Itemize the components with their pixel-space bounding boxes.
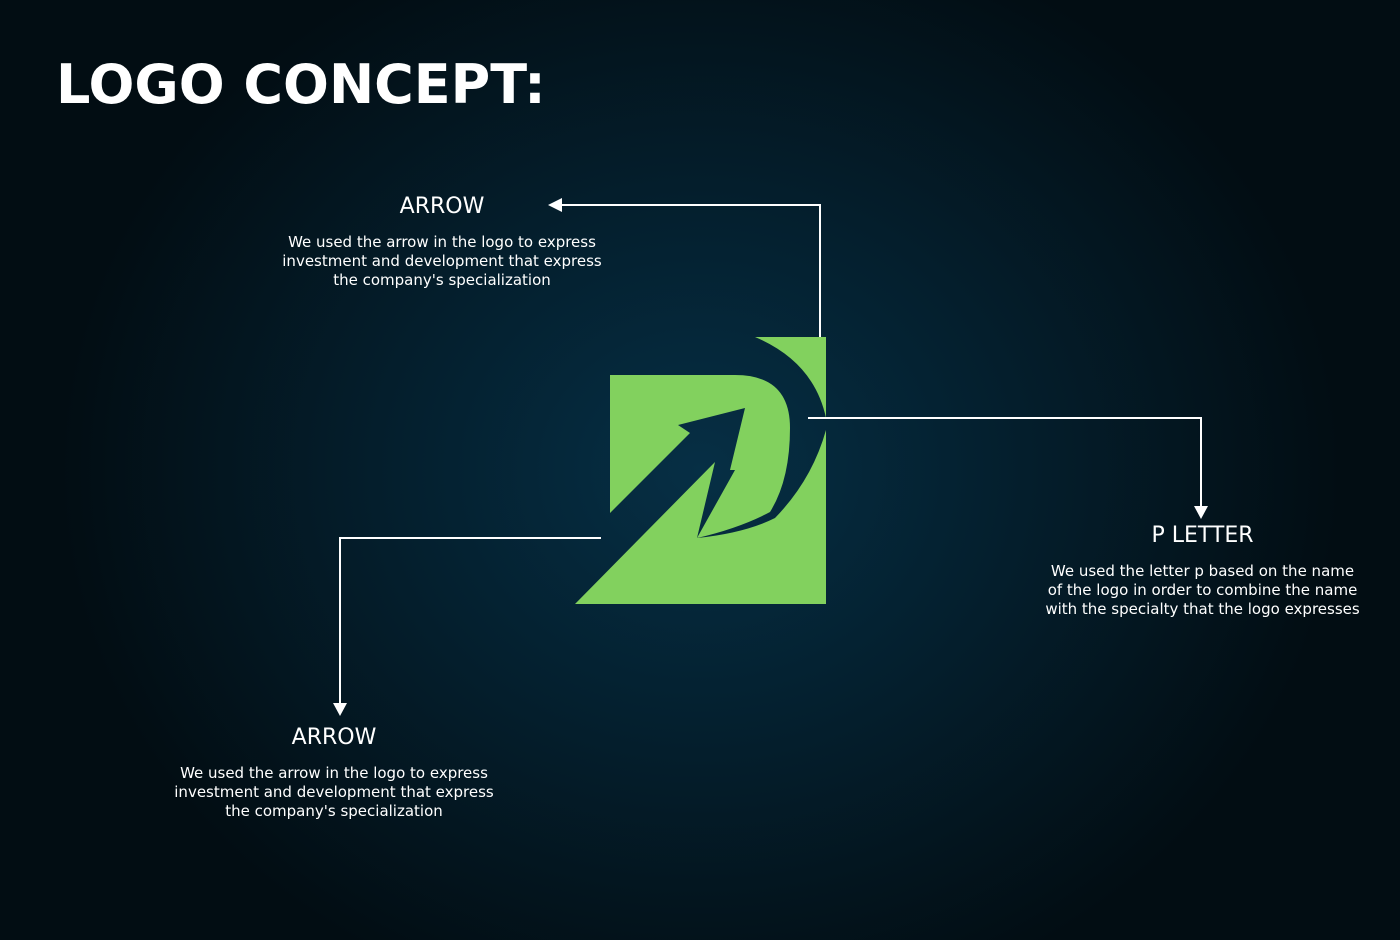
connector-arrowhead-left-icon	[548, 198, 562, 212]
connector-arrowhead-down-icon	[1194, 506, 1208, 519]
callout-description-line: investment and development that express	[282, 252, 602, 270]
logo-body	[610, 375, 790, 538]
callout-arrow-top: ARROW We used the arrow in the logo to e…	[262, 193, 622, 290]
callout-description-line: We used the arrow in the logo to express	[288, 233, 596, 251]
logo-mark	[575, 337, 826, 604]
connector-line	[808, 417, 1202, 506]
callout-description: We used the letter p based on the name o…	[1030, 562, 1375, 619]
callout-description-line: with the specialty that the logo express…	[1045, 600, 1360, 618]
connector-p-letter	[808, 417, 1208, 519]
callout-title: ARROW	[291, 725, 377, 750]
connector-line	[339, 537, 601, 703]
logo-p-cap	[755, 337, 826, 418]
callout-description-line: the company's specialization	[225, 802, 443, 820]
callout-description: We used the arrow in the logo to express…	[154, 764, 514, 821]
connector-arrow-top	[548, 198, 821, 337]
callout-title: P LETTER	[1151, 523, 1254, 548]
callout-title: ARROW	[399, 194, 485, 219]
callout-description-line: of the logo in order to combine the name	[1047, 581, 1358, 599]
connector-arrow-bottom	[333, 537, 601, 716]
callout-description-line: We used the arrow in the logo to express	[180, 764, 488, 782]
connector-line	[562, 204, 821, 337]
callout-description: We used the arrow in the logo to express…	[262, 233, 622, 290]
page-title: LOGO CONCEPT:	[56, 53, 546, 116]
callout-description-line: the company's specialization	[333, 271, 551, 289]
connector-arrowhead-down-icon	[333, 703, 347, 716]
callout-arrow-bottom: ARROW We used the arrow in the logo to e…	[154, 724, 514, 821]
callout-description-line: We used the letter p based on the name	[1050, 562, 1355, 580]
logo-lower-wedge	[575, 430, 826, 604]
callout-p-letter: P LETTER We used the letter p based on t…	[1030, 522, 1375, 619]
callout-description-line: investment and development that express	[174, 783, 494, 801]
